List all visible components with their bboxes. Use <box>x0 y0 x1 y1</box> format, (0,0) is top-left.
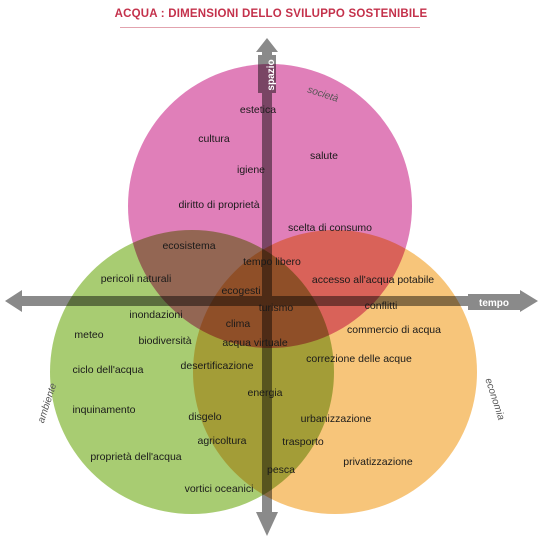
term-ecosistema: ecosistema <box>162 240 215 252</box>
term-igiene: igiene <box>237 164 265 176</box>
title-underline <box>120 27 420 28</box>
term-cultura: cultura <box>198 133 230 145</box>
term-energia: energia <box>247 387 282 399</box>
term-pericoli-naturali: pericoli naturali <box>101 273 172 285</box>
term-acqua-virtuale: acqua virtuale <box>222 337 288 349</box>
term-diritto-di-proprieta: diritto di proprietà <box>178 199 259 211</box>
term-inondazioni: inondazioni <box>129 309 182 321</box>
term-trasporto: trasporto <box>282 436 324 448</box>
term-desertificazione: desertificazione <box>181 360 254 372</box>
term-privatizzazione: privatizzazione <box>343 456 413 468</box>
environment-circle <box>50 230 334 514</box>
term-tempo-libero: tempo libero <box>243 256 301 268</box>
term-ecogesti: ecogesti <box>221 285 260 297</box>
term-vortici-oceanici: vortici oceanici <box>185 483 254 495</box>
term-agricoltura: agricoltura <box>197 435 246 447</box>
time-label-box <box>468 294 520 310</box>
term-scelta-di-consumo: scelta di consumo <box>288 222 372 234</box>
term-proprieta-dell-acqua: proprietà dell'acqua <box>90 451 181 463</box>
economy-label: economia <box>482 377 506 422</box>
term-correzione-delle-acque: correzione delle acque <box>306 353 412 365</box>
terms-group: estetica cultura salute igiene diritto d… <box>72 104 441 495</box>
term-estetica: estetica <box>240 104 276 116</box>
space-axis-label: spazio <box>266 59 277 90</box>
term-ciclo-dell-acqua: ciclo dell'acqua <box>73 364 144 376</box>
term-clima: clima <box>226 318 251 330</box>
term-accesso-acqua-potabile: accesso all'acqua potabile <box>312 274 434 286</box>
term-conflitti: conflitti <box>365 300 398 312</box>
term-disgelo: disgelo <box>188 411 221 423</box>
diagram-title: ACQUA : DIMENSIONI DELLO SVILUPPO SOSTEN… <box>114 8 428 20</box>
term-meteo: meteo <box>74 329 103 341</box>
term-pesca: pesca <box>267 464 295 476</box>
term-turismo: turismo <box>259 302 294 314</box>
term-inquinamento: inquinamento <box>72 404 135 416</box>
time-axis-label: tempo <box>479 298 509 309</box>
term-salute: salute <box>310 150 338 162</box>
term-commercio-di-acqua: commercio di acqua <box>347 324 441 336</box>
term-biodiversita: biodiversità <box>138 335 191 347</box>
term-urbanizzazione: urbanizzazione <box>301 413 372 425</box>
